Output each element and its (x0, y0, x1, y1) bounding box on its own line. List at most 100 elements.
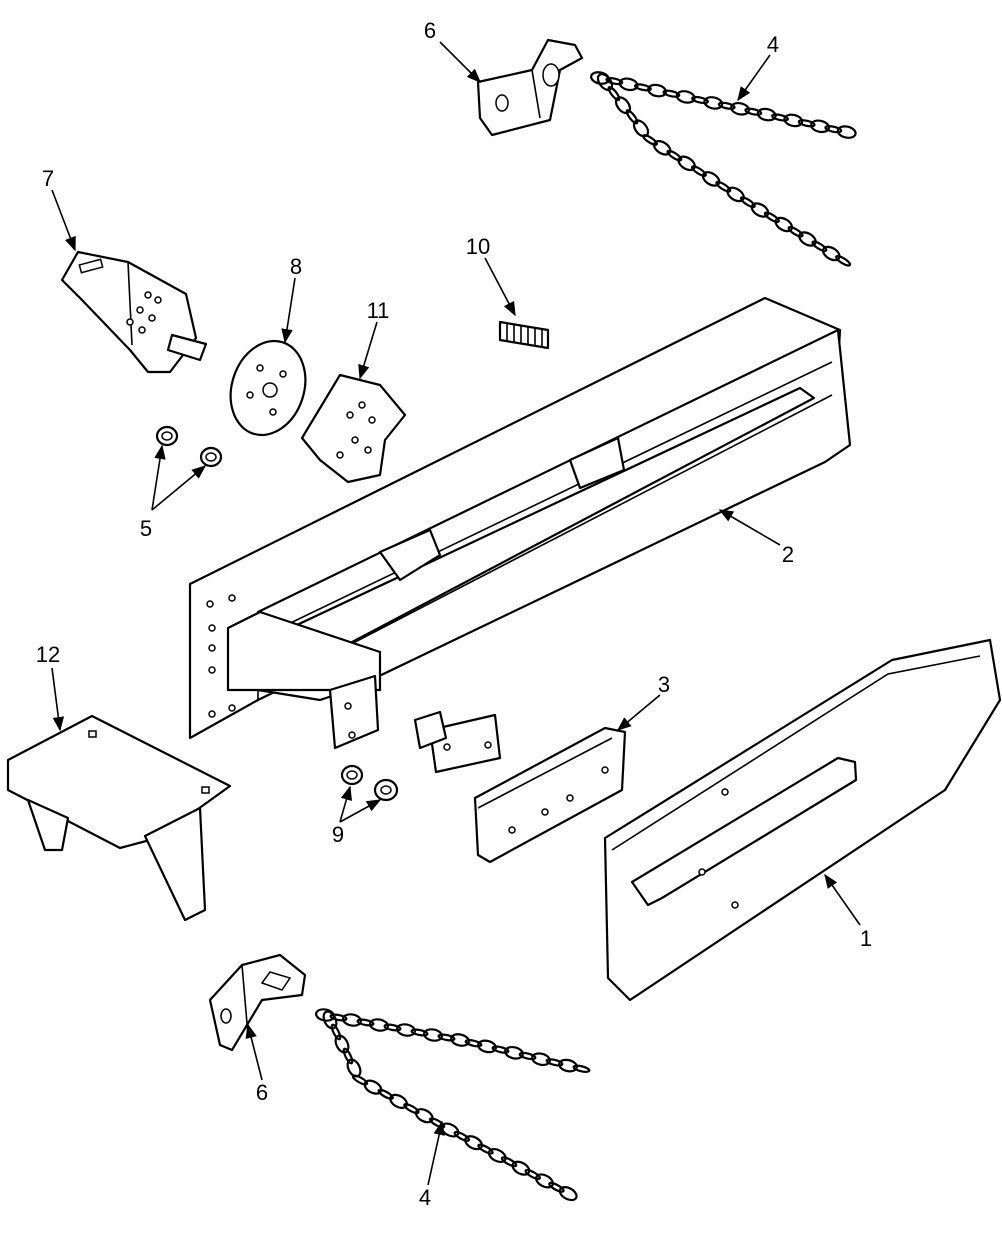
chain-link (330, 1023, 342, 1041)
chain-link (739, 196, 756, 209)
chain-link (605, 77, 624, 86)
chain-link (329, 1013, 348, 1022)
chain-link (744, 107, 763, 116)
chain-link (771, 113, 789, 122)
chain-link (524, 1169, 541, 1180)
chain-link (811, 240, 828, 253)
chain-link (726, 186, 745, 203)
chain-link (824, 125, 843, 134)
chain-link (783, 113, 804, 128)
leader-lines (51, 41, 861, 1186)
chain-link (464, 1135, 484, 1151)
chain-link (647, 83, 668, 98)
chain-link (774, 216, 794, 233)
chain-link (607, 85, 621, 102)
chain-link (363, 1079, 383, 1095)
chain-link (558, 1058, 578, 1073)
chain-link (341, 1013, 363, 1027)
callout-10: 10 (466, 234, 490, 259)
callout-4-top: 4 (767, 32, 779, 57)
chain-link (395, 1023, 417, 1037)
bushings-upper (155, 425, 223, 468)
chain-link (572, 1064, 591, 1073)
callout-4-bottom: 4 (419, 1185, 431, 1210)
chain-link (453, 1130, 471, 1142)
clamp-bracket-top (476, 38, 584, 137)
guide-rail (473, 726, 627, 864)
chain-link (763, 211, 780, 224)
callout-1: 1 (860, 926, 872, 951)
chain-link (614, 96, 632, 115)
chain-link (377, 1088, 394, 1100)
chain-link (596, 73, 614, 91)
mounting-plate (300, 373, 407, 484)
chain-link (383, 1023, 402, 1032)
chain-link (642, 134, 658, 146)
chain-link (730, 101, 750, 116)
chain-link (797, 119, 816, 128)
chain-link (548, 1181, 565, 1193)
chain-link (662, 89, 681, 98)
chain-link (717, 101, 736, 110)
bushings-lower (340, 764, 399, 802)
callout-6-bottom: 6 (256, 1080, 268, 1105)
main-frame (188, 296, 852, 774)
clamp-bracket-bottom (208, 953, 307, 1052)
chain-link (703, 96, 724, 110)
callout-12: 12 (36, 642, 60, 667)
chain-link (487, 1147, 507, 1164)
chain-link (666, 149, 683, 162)
chain-link (342, 1047, 354, 1065)
chain-link (715, 180, 732, 193)
chain-link (691, 95, 709, 105)
chain-link (822, 245, 841, 262)
support-stand (6, 714, 232, 922)
chain-link (535, 1173, 554, 1189)
chain-link (835, 255, 852, 267)
hub-bracket (60, 250, 208, 374)
callout-6-top: 6 (424, 18, 436, 43)
chain-link (356, 1018, 375, 1027)
chain-bottom (314, 1008, 591, 1202)
callout-8: 8 (290, 254, 302, 279)
chain-link (787, 226, 804, 238)
chain-link (518, 1051, 537, 1061)
chain-link (334, 1034, 350, 1054)
callouts: 6 4 7 8 11 10 5 2 3 12 9 1 6 4 (36, 18, 872, 1210)
chain-link (504, 1045, 524, 1060)
chain-link (450, 1033, 470, 1047)
chain-link (836, 125, 857, 139)
chain-link (389, 1093, 409, 1110)
side-panel (603, 638, 1002, 1002)
chain-link (690, 165, 707, 177)
chain-link (750, 202, 770, 218)
chain-link (414, 1108, 434, 1124)
chain-top (590, 71, 857, 267)
callout-5: 5 (140, 516, 152, 541)
chain-link (410, 1028, 429, 1037)
callout-2: 2 (782, 542, 794, 567)
chain-link (500, 1156, 518, 1168)
chain-link (491, 1045, 510, 1054)
chain-link (351, 1074, 369, 1086)
chain-link (422, 1028, 444, 1042)
chain-link (558, 1186, 578, 1202)
chain-link (403, 1103, 420, 1115)
round-plate (229, 339, 307, 437)
chain-link (618, 77, 639, 92)
callout-9: 9 (332, 822, 344, 847)
chain-link (511, 1160, 531, 1176)
chain-link (477, 1143, 494, 1155)
chain-link (437, 1033, 456, 1042)
callout-7: 7 (42, 166, 54, 191)
chain-link (810, 119, 830, 134)
chain-link (368, 1018, 390, 1032)
callout-3: 3 (658, 672, 670, 697)
spring (498, 320, 550, 350)
chain-link (675, 90, 696, 104)
chain-link (322, 1010, 338, 1030)
chain-link (464, 1039, 483, 1048)
chain-link (798, 231, 817, 247)
chain-link (477, 1039, 497, 1054)
